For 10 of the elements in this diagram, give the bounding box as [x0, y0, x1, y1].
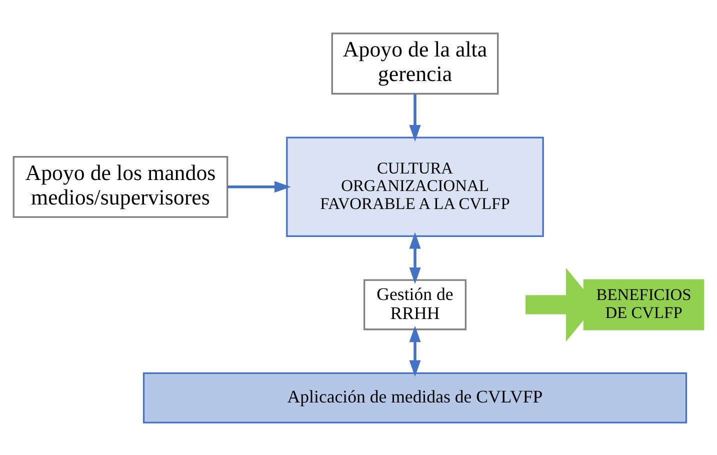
arrow: [227, 180, 291, 192]
node-box: BENEFICIOS DE CVLFP: [583, 278, 704, 330]
node-box: CULTURA ORGANIZACIONAL FAVORABLE A LA CVLFP: [286, 136, 544, 237]
arrow: [409, 94, 421, 141]
node-box: Aplicación de medidas de CVLVFP: [142, 372, 688, 423]
arrow: [409, 325, 421, 376]
node-box: Apoyo de los mandos medios/supervisores: [12, 155, 228, 218]
node-box: Apoyo de la alta gerencia: [331, 32, 499, 94]
node-box: Gestión de RRHH: [364, 278, 467, 330]
arrow: [409, 232, 421, 284]
